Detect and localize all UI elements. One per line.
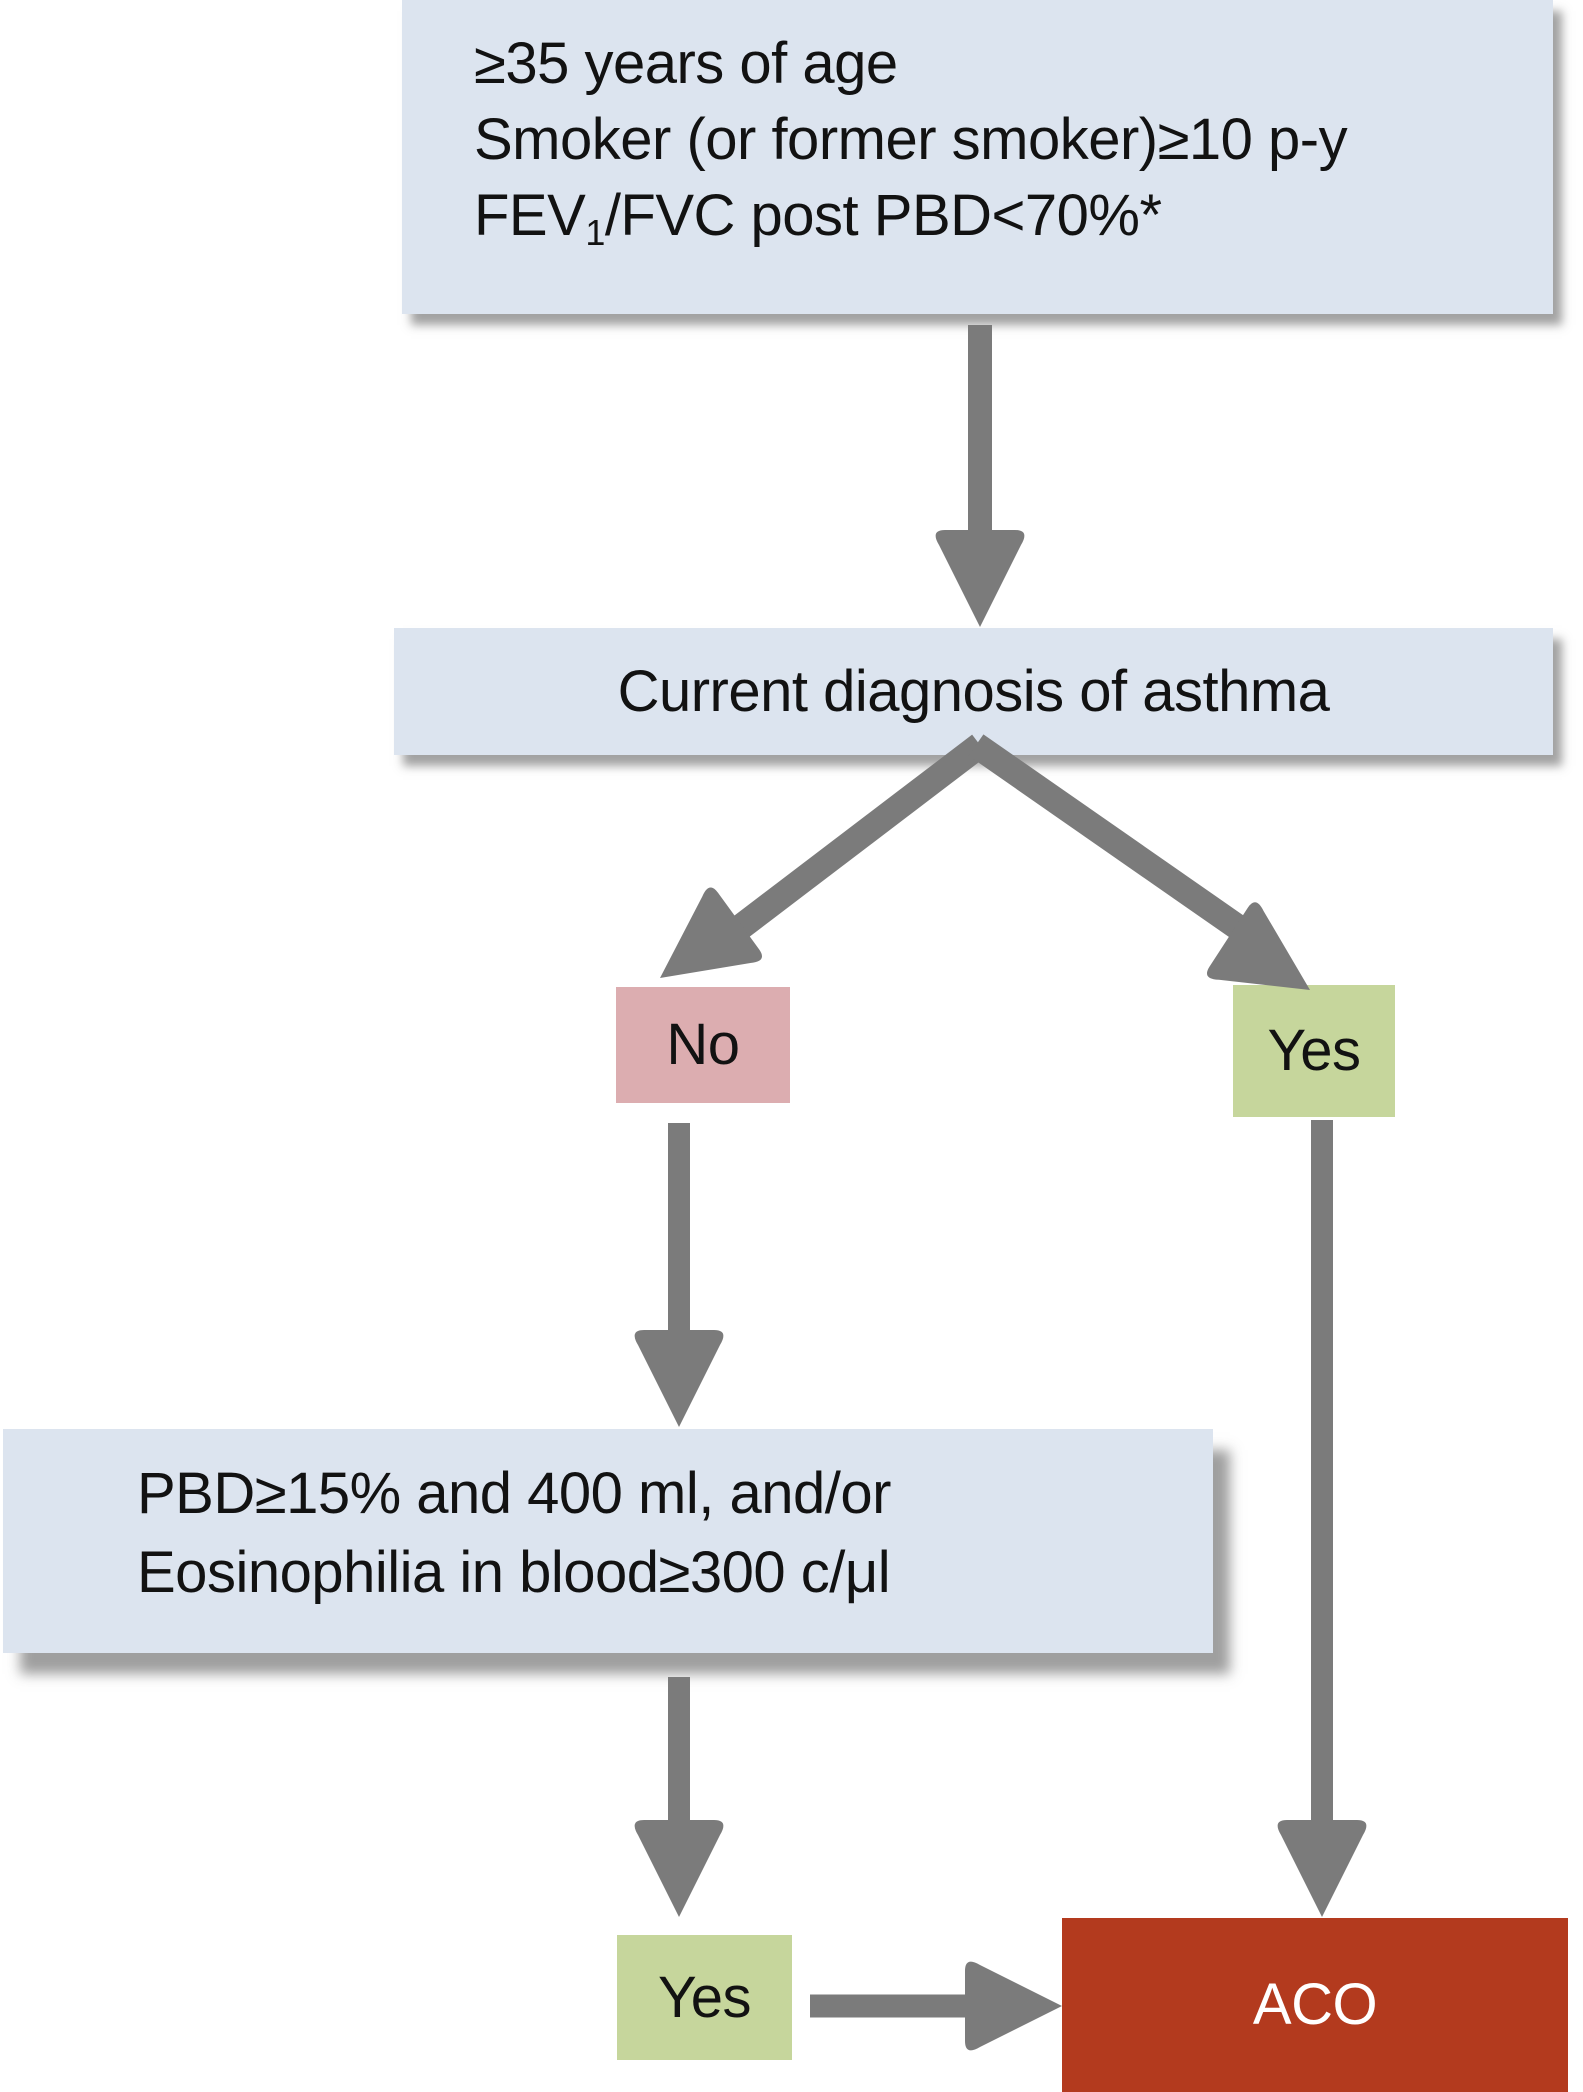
arrow-head-icon (1277, 1820, 1367, 1917)
yes-bottom-label: Yes (657, 1964, 752, 2030)
pbd-line-reversibility: PBD≥15% and 400 ml, and/or (137, 1461, 891, 1526)
yes-box-bottom: Yes (617, 1935, 792, 2060)
arrow-shaft (968, 734, 1264, 951)
arrow-shaft (721, 734, 988, 947)
arrow-head-icon (965, 1961, 1062, 2051)
no-label: No (666, 1012, 740, 1077)
arrow-yes-to-aco-vertical (1277, 1120, 1367, 1917)
yes-top-label: Yes (1267, 1018, 1361, 1083)
arrow-head-icon (935, 530, 1025, 627)
arrow-head-icon (634, 1330, 724, 1427)
arrow-criteria-to-asthma (935, 325, 1025, 627)
arrow-pbd-to-yes (634, 1677, 724, 1917)
aco-label: ACO (1252, 1972, 1378, 2037)
arrow-asthma-to-no (633, 734, 988, 1014)
pbd-box: PBD≥15% and 400 ml, and/or Eosinophilia … (3, 1429, 1213, 1653)
fev-ratio-text: /FVC post PBD<70%* (604, 183, 1162, 248)
fev-subscript: 1 (585, 212, 605, 253)
criteria-box: ≥35 years of age Smoker (or former smoke… (402, 0, 1553, 314)
pbd-line-eosinophilia: Eosinophilia in blood≥300 c/μl (137, 1540, 891, 1605)
criteria-line-fev: FEV1/FVC post PBD<70%* (474, 178, 1533, 271)
arrow-head-icon (634, 1820, 724, 1917)
asthma-box: Current diagnosis of asthma (394, 628, 1553, 755)
arrow-no-to-pbd (634, 1123, 724, 1427)
criteria-line-age: ≥35 years of age (474, 31, 898, 96)
criteria-line-smoker: Smoker (or former smoker)≥10 p-y (474, 107, 1348, 172)
aco-box: ACO (1062, 1918, 1568, 2092)
no-box: No (616, 987, 790, 1103)
asthma-label: Current diagnosis of asthma (617, 658, 1330, 724)
arrow-yes-to-aco-horizontal (810, 1961, 1062, 2051)
fev-text: FEV (474, 183, 586, 248)
yes-box-top: Yes (1233, 985, 1395, 1117)
